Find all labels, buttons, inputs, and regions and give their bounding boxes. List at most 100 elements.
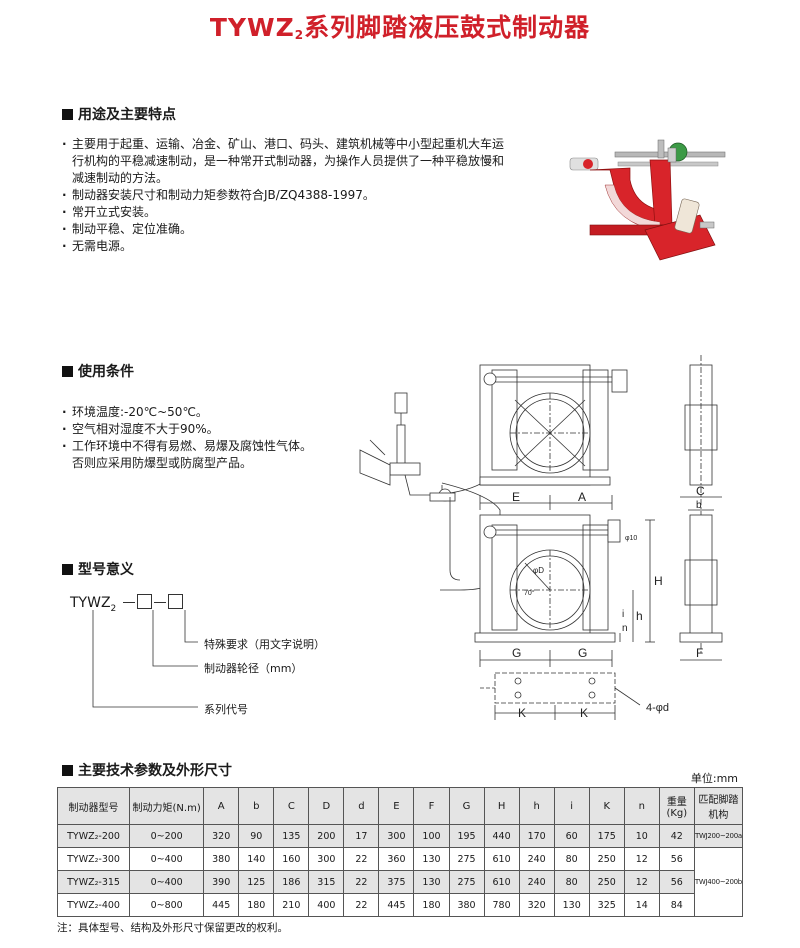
dim-H-label: H xyxy=(654,574,663,588)
col-header: 匹配脚踏机构 xyxy=(693,787,744,825)
condition-item: 空气相对湿度不大于90%。 xyxy=(62,421,382,438)
col-header: 重量(Kg) xyxy=(658,787,695,825)
cell: 300 xyxy=(378,824,415,848)
dim-C-label: C xyxy=(696,484,705,498)
dim-G2-label: G xyxy=(578,646,587,660)
feature-item: 常开立式安装。 xyxy=(62,204,562,221)
cell: 180 xyxy=(238,893,275,917)
cell: 380 xyxy=(448,893,485,917)
params-heading: 主要技术参数及外形尺寸 xyxy=(62,760,232,780)
cell: 12 xyxy=(623,847,660,871)
condition-item: 否则应采用防爆型或防腐型产品。 xyxy=(72,456,253,470)
cell: 80 xyxy=(553,847,590,871)
cell: 160 xyxy=(273,847,310,871)
cell: 12 xyxy=(623,870,660,894)
col-header: d xyxy=(343,787,380,825)
cell: 300 xyxy=(308,847,345,871)
feature-item: 主要用于起重、运输、冶金、矿山、港口、码头、建筑机械等中小型起重机大车运 xyxy=(62,136,562,153)
col-header: 制动力矩(N.m) xyxy=(129,787,205,825)
cell: 10 xyxy=(623,824,660,848)
cell: 56 xyxy=(658,847,695,871)
cell: 240 xyxy=(518,870,555,894)
features-list: 主要用于起重、运输、冶金、矿山、港口、码头、建筑机械等中小型起重机大车运 行机构… xyxy=(62,136,562,255)
model-code: TYWZ2 xyxy=(70,594,183,614)
cell: 210 xyxy=(273,893,310,917)
spec-table: 制动器型号 制动力矩(N.m) A b C D d E F G H h i K … xyxy=(56,787,744,917)
cell: 375 xyxy=(378,870,415,894)
cell-torque: 0~400 xyxy=(129,847,205,871)
dim-K2-label: K xyxy=(580,706,588,720)
cell: 275 xyxy=(448,870,485,894)
col-header: b xyxy=(238,787,275,825)
model-legend-lines xyxy=(92,610,198,708)
cell-mechanism: TWJ400~200b xyxy=(693,847,744,917)
cell: 17 xyxy=(343,824,380,848)
cell: 22 xyxy=(343,847,380,871)
col-header: D xyxy=(308,787,345,825)
cell: 175 xyxy=(588,824,625,848)
col-header: i xyxy=(553,787,590,825)
col-header: 制动器型号 xyxy=(56,787,131,825)
col-header: G xyxy=(448,787,485,825)
cell: 325 xyxy=(588,893,625,917)
cell: 200 xyxy=(308,824,345,848)
table-note: 注：具体型号、结构及外形尺寸保留更改的权利。 xyxy=(57,922,288,934)
cell: 445 xyxy=(203,893,240,917)
cell: 125 xyxy=(238,870,275,894)
conditions-heading: 使用条件 xyxy=(62,361,134,381)
table-header-row: 制动器型号 制动力矩(N.m) A b C D d E F G H h i K … xyxy=(56,787,744,825)
cell-model: TYWZ₂-315 xyxy=(56,870,131,894)
table-row: TYWZ₂-400 0~800 445 180 210 400 22 445 1… xyxy=(56,893,743,917)
cell: 60 xyxy=(553,824,590,848)
cell: 100 xyxy=(413,824,450,848)
col-header: h xyxy=(518,787,555,825)
unit-label: 单位:mm xyxy=(690,772,738,785)
cell: 400 xyxy=(308,893,345,917)
cell: 170 xyxy=(518,824,555,848)
technical-drawing: E A G G K K H h n i C b F 4-φd φD 70° φ1… xyxy=(359,355,723,720)
features-heading: 用途及主要特点 xyxy=(62,104,176,124)
cell: 22 xyxy=(343,870,380,894)
cell: 250 xyxy=(588,847,625,871)
cell: 130 xyxy=(413,870,450,894)
feature-item: 制动器安装尺寸和制动力矩参数符合JB/ZQ4388-1997。 xyxy=(62,187,562,204)
col-header: K xyxy=(588,787,625,825)
cell-torque: 0~800 xyxy=(129,893,205,917)
cell: 610 xyxy=(483,847,520,871)
feature-item: 无需电源。 xyxy=(62,238,562,255)
condition-item: 环境温度:-20℃~50℃。 xyxy=(62,404,382,421)
cell: 195 xyxy=(448,824,485,848)
cell: 380 xyxy=(203,847,240,871)
cell: 320 xyxy=(518,893,555,917)
cell: 140 xyxy=(238,847,275,871)
cell: 90 xyxy=(238,824,275,848)
condition-item: 工作环境中不得有易燃、易爆及腐蚀性气体。 xyxy=(62,438,382,455)
col-header: n xyxy=(623,787,660,825)
cell: 80 xyxy=(553,870,590,894)
cell: 360 xyxy=(378,847,415,871)
cell-model: TYWZ₂-200 xyxy=(56,824,131,848)
cell-torque: 0~400 xyxy=(129,870,205,894)
cell: 42 xyxy=(658,824,695,848)
cell: 135 xyxy=(273,824,310,848)
cell-torque: 0~200 xyxy=(129,824,205,848)
conditions-list: 环境温度:-20℃~50℃。 空气相对湿度不大于90%。 工作环境中不得有易燃、… xyxy=(62,404,382,472)
dim-angle-label: 70° xyxy=(524,589,535,597)
table-row: TYWZ₂-315 0~400 390 125 186 315 22 375 1… xyxy=(56,870,743,894)
model-heading: 型号意义 xyxy=(62,559,134,579)
cell: 180 xyxy=(413,893,450,917)
cell: 14 xyxy=(623,893,660,917)
dim-n-label: n xyxy=(622,623,628,634)
cell: 56 xyxy=(658,870,695,894)
dim-G-label: G xyxy=(512,646,521,660)
feature-item: 行机构的平稳减速制动，是一种常开式制动器，为操作人员提供了一种平稳放慢和 xyxy=(72,154,505,168)
dim-A-label: A xyxy=(578,490,586,504)
dim-phi10-label: φ10 xyxy=(625,535,637,542)
dim-K-label: K xyxy=(518,706,526,720)
feature-item: 制动平稳、定位准确。 xyxy=(62,221,562,238)
cell-model: TYWZ₂-300 xyxy=(56,847,131,871)
cell: 130 xyxy=(553,893,590,917)
cell: 275 xyxy=(448,847,485,871)
dim-E-label: E xyxy=(512,490,520,504)
col-header: E xyxy=(378,787,415,825)
